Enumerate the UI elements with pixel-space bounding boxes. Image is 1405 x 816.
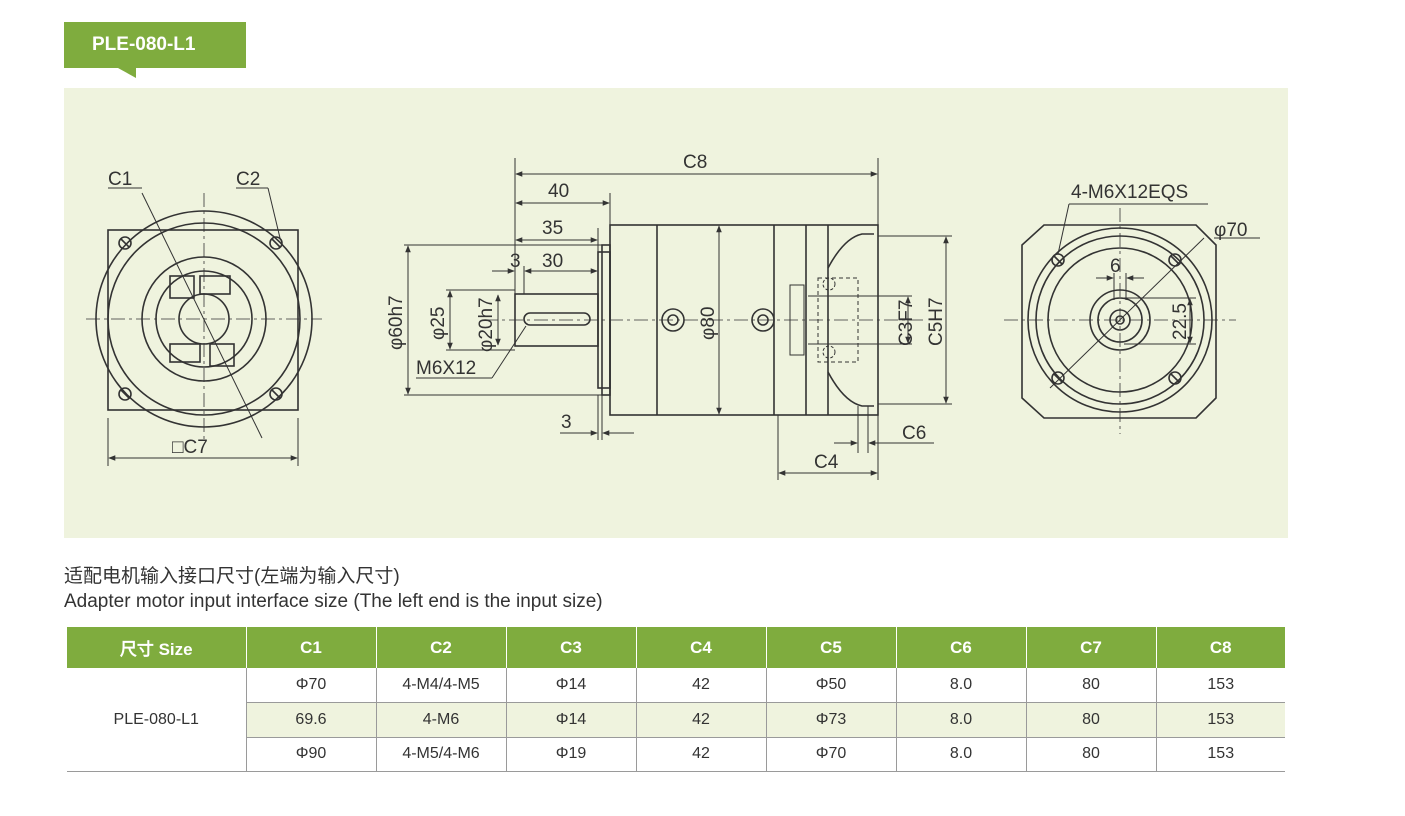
label-bolt-pattern: 4-M6X12EQS xyxy=(1071,182,1188,203)
side-view xyxy=(404,158,952,480)
caption-chinese: 适配电机输入接口尺寸(左端为输入尺寸) xyxy=(64,566,400,587)
cell-c6: 8.0 xyxy=(895,702,1026,738)
technical-drawing: C1 C2 □C7 xyxy=(64,88,1288,538)
header-size: 尺寸 Size xyxy=(67,627,246,668)
header-c5: C5 xyxy=(765,627,896,668)
cell-c1: Φ70 xyxy=(245,668,376,703)
label-c8: C8 xyxy=(683,152,707,173)
cell-c6: 8.0 xyxy=(895,737,1026,772)
cell-c5: Φ50 xyxy=(765,668,896,703)
header-c8: C8 xyxy=(1155,627,1285,668)
cell-c7: 80 xyxy=(1025,702,1156,738)
cell-c7: 80 xyxy=(1025,737,1156,772)
table-row: PLE-080-L1 Φ70 4-M4/4-M5 Φ14 42 Φ50 8.0 … xyxy=(67,668,1285,772)
label-c1: C1 xyxy=(108,169,132,190)
cell-c2: 4-M5/4-M6 xyxy=(375,737,506,772)
cell-c1: Φ90 xyxy=(245,737,376,772)
table-header-row: 尺寸 Size C1 C2 C3 C4 C5 C6 C7 C8 xyxy=(67,627,1285,668)
label-phi70: φ70 xyxy=(1214,220,1247,241)
cell-c4: 42 xyxy=(635,702,766,738)
cell-c1: 69.6 xyxy=(245,702,376,738)
label-phi80: φ80 xyxy=(698,307,719,340)
label-22-5: 22.5 xyxy=(1170,303,1191,340)
header-c1: C1 xyxy=(245,627,376,668)
label-6: 6 xyxy=(1110,256,1121,277)
label-40: 40 xyxy=(548,181,569,202)
model-tag-label: PLE-080-L1 xyxy=(92,34,196,55)
cell-c5: Φ73 xyxy=(765,702,896,738)
label-30: 30 xyxy=(542,251,563,272)
cell-c3: Φ14 xyxy=(505,702,636,738)
cell-c4: 42 xyxy=(635,737,766,772)
label-35: 35 xyxy=(542,218,563,239)
caption-english: Adapter motor input interface size (The … xyxy=(64,591,603,612)
cell-c4: 42 xyxy=(635,668,766,703)
header-c3: C3 xyxy=(505,627,636,668)
table-row: Φ90 4-M5/4-M6 Φ19 42 Φ70 8.0 80 153 xyxy=(67,737,1285,772)
drawing-svg: C1 C2 □C7 xyxy=(86,152,1260,480)
model-tag: PLE-080-L1 xyxy=(64,22,246,68)
label-phi25: φ25 xyxy=(428,307,449,340)
cell-c8: 153 xyxy=(1155,702,1285,738)
model-tag-pointer xyxy=(118,68,136,78)
header-c2: C2 xyxy=(375,627,506,668)
header-c4: C4 xyxy=(635,627,766,668)
cell-c3: Φ14 xyxy=(505,668,636,703)
model-cell: PLE-080-L1 xyxy=(67,668,246,772)
label-phi60h7: φ60h7 xyxy=(386,295,407,350)
label-3-bottom: 3 xyxy=(561,412,572,433)
label-c7: □C7 xyxy=(172,437,208,458)
table-row: 69.6 4-M6 Φ14 42 Φ73 8.0 80 153 xyxy=(67,702,1285,738)
label-c6: C6 xyxy=(902,423,926,444)
right-view xyxy=(1004,203,1260,434)
left-view xyxy=(86,187,322,466)
label-c5h7: C5H7 xyxy=(926,297,947,346)
cell-c5: Φ70 xyxy=(765,737,896,772)
label-c2: C2 xyxy=(236,169,260,190)
cell-c3: Φ19 xyxy=(505,737,636,772)
label-c3f7: C3F7 xyxy=(896,300,917,346)
cell-c8: 153 xyxy=(1155,668,1285,703)
label-phi20h7: φ20h7 xyxy=(476,297,497,352)
cell-c7: 80 xyxy=(1025,668,1156,703)
cell-c6: 8.0 xyxy=(895,668,1026,703)
label-c4: C4 xyxy=(814,452,839,473)
cell-c8: 153 xyxy=(1155,737,1285,772)
size-table: 尺寸 Size C1 C2 C3 C4 C5 C6 C7 C8 PLE-080-… xyxy=(67,627,1285,772)
cell-c2: 4-M6 xyxy=(375,702,506,738)
label-3-top: 3 xyxy=(510,251,521,272)
header-c7: C7 xyxy=(1025,627,1156,668)
header-c6: C6 xyxy=(895,627,1026,668)
label-m6x12: M6X12 xyxy=(416,358,476,379)
cell-c2: 4-M4/4-M5 xyxy=(375,668,506,703)
